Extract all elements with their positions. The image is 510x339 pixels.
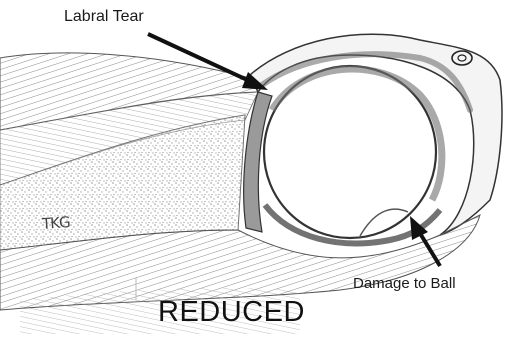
artist-signature: TKG [41, 213, 70, 233]
caption-reduced: REDUCED [158, 296, 305, 329]
labral-tear-label: Labral Tear [64, 8, 144, 26]
damage-to-ball-label: Damage to Ball [353, 275, 456, 292]
